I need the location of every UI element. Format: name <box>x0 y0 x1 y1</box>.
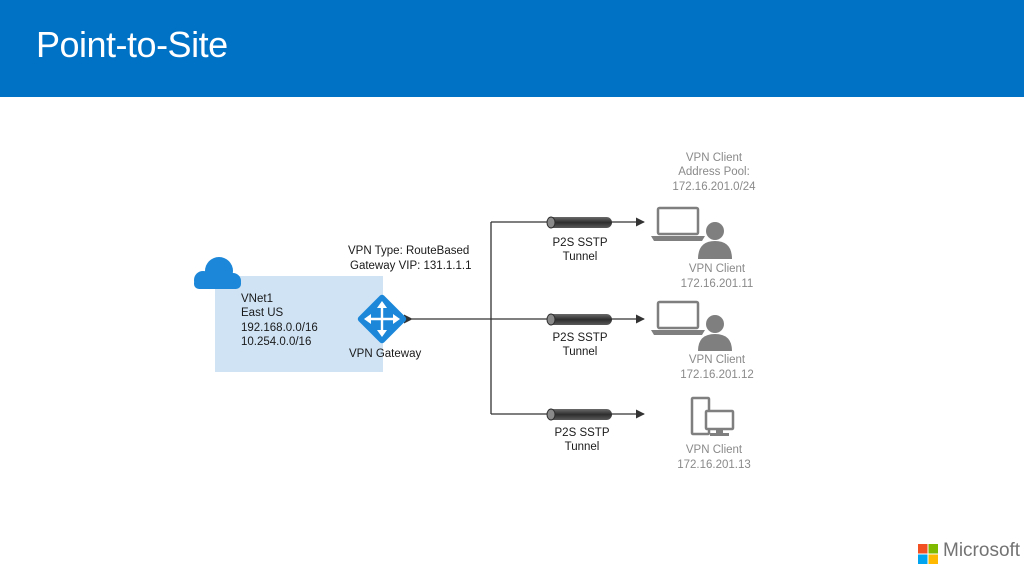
tunnel-label: P2S SSTP <box>552 332 608 344</box>
slide-title: Point-to-Site <box>36 24 228 65</box>
gateway-vpn-type: VPN Type: RouteBased <box>348 245 470 257</box>
laptop-user-icon <box>651 206 732 259</box>
vnet-name: VNet1 <box>241 293 273 305</box>
client-ip: 172.16.201.11 <box>680 278 754 290</box>
client-ip: 172.16.201.12 <box>680 369 754 381</box>
tunnel-label: Tunnel <box>562 346 598 358</box>
laptop-user-icon <box>651 300 732 351</box>
vpn-gateway-icon <box>357 294 407 344</box>
client-name: VPN Client <box>688 263 746 275</box>
title-banner: Point-to-Site <box>0 0 1024 97</box>
microsoft-wordmark: Microsoft <box>943 540 1021 561</box>
tunnel-label: Tunnel <box>564 441 600 453</box>
address-pool-label: VPN Client <box>685 152 743 164</box>
address-pool-label: Address Pool: <box>678 166 750 178</box>
vnet-box <box>215 276 383 372</box>
cloud-icon <box>194 257 241 289</box>
client-name: VPN Client <box>688 354 746 366</box>
gateway-label: VPN Gateway <box>349 348 422 360</box>
tunnel-label: Tunnel <box>562 251 598 263</box>
vnet-region: East US <box>241 307 284 319</box>
tunnel-pipe-icon <box>546 313 612 326</box>
tunnel-label: P2S SSTP <box>554 427 610 439</box>
vnet-prefix: 192.168.0.0/16 <box>241 322 318 334</box>
client-name: VPN Client <box>685 444 743 456</box>
gateway-vip: Gateway VIP: 131.1.1.1 <box>350 260 472 272</box>
desktop-pc-icon <box>690 396 735 436</box>
tunnel-pipe-icon <box>546 216 612 229</box>
tunnel-label: P2S SSTP <box>552 237 608 249</box>
client-ip: 172.16.201.13 <box>677 459 751 471</box>
vnet-prefix: 10.254.0.0/16 <box>241 336 312 348</box>
address-pool-range: 172.16.201.0/24 <box>672 181 756 193</box>
tunnel-pipe-icon <box>546 408 612 421</box>
microsoft-logo-icon <box>918 544 938 564</box>
